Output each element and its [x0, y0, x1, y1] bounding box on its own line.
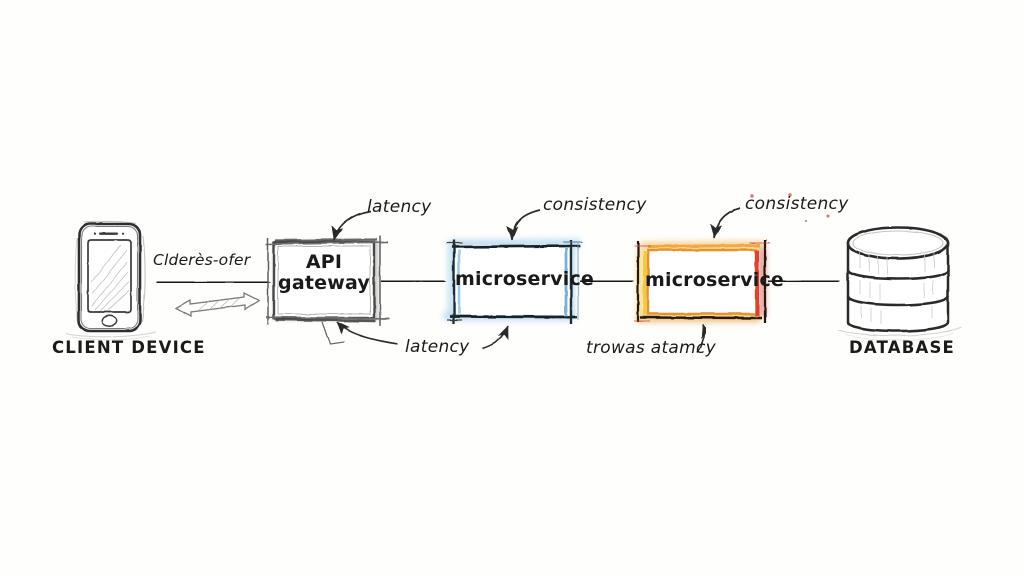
database-caption: DATABASE: [849, 338, 956, 357]
annotation-consistency-top-2: consistency: [745, 194, 849, 214]
arrow-gateway-to-ms1: [380, 272, 447, 291]
annotation-latency-top: latency: [367, 197, 432, 217]
ink-dots: [750, 193, 830, 223]
database-node: [837, 226, 963, 341]
arrow-ms2-to-database: [767, 272, 841, 291]
leader-latency-bottom-left: [321, 321, 399, 345]
arrow-ms1-to-ms2: [579, 272, 635, 291]
microservice-1-label: microservice: [455, 268, 595, 290]
api-gateway-box: [265, 236, 390, 326]
client-device-caption: CLIENT DEVICE: [52, 338, 206, 357]
annotation-latency-bottom: latency: [405, 337, 470, 357]
api-gateway-label-line1: API: [305, 251, 343, 273]
leader-latency-bottom-2: [696, 324, 713, 353]
api-gateway-label-line2: gateway: [278, 272, 370, 295]
api-gateway-label: API gateway: [274, 251, 374, 295]
annotation-consistency-top-1: consistency: [543, 195, 647, 215]
arrow-label-client-to-gateway: Clderès-ofer: [153, 251, 251, 269]
microservice-2-label: microservice: [645, 269, 785, 291]
arrow-client-to-gateway: [155, 273, 272, 291]
client-device-node: [65, 220, 157, 341]
leader-latency-bottom-right: [481, 325, 509, 349]
annotation-latency-bottom-2: trowas atamcy: [586, 338, 717, 358]
microservice-2-box: [634, 240, 770, 323]
leader-latency-top: [331, 210, 372, 241]
leader-consistency-top-1: [506, 209, 541, 241]
microservice-1-box: [444, 239, 582, 324]
bidirectional-arrow: [174, 291, 261, 318]
leader-consistency-top-2: [709, 207, 741, 239]
